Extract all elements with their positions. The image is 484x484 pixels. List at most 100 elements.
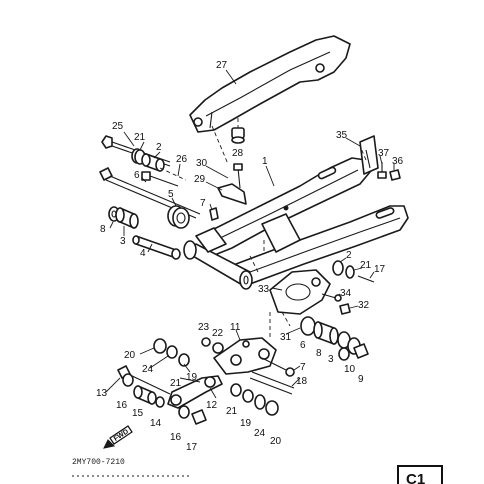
bushing-15 <box>133 385 157 405</box>
nut-32 <box>339 303 351 315</box>
connecting-rod-12 <box>167 375 223 409</box>
spacer-6 <box>313 321 339 345</box>
forward-direction-mark: FWD <box>103 425 133 449</box>
nut-23 <box>201 337 211 347</box>
callout-label: 11 <box>230 322 241 333</box>
callout-label: 22 <box>212 328 224 339</box>
forward-direction-label: FWD <box>113 428 130 443</box>
shaft-18 <box>249 371 295 395</box>
chain-guard <box>189 35 351 133</box>
bushing-24-right-lower <box>254 394 266 410</box>
washer-20-left <box>153 338 167 354</box>
callout-label: 29 <box>194 174 206 185</box>
callout-label: 24 <box>142 364 154 375</box>
bracket-29 <box>217 183 247 205</box>
callout-label: 4 <box>140 248 146 259</box>
washer-16-bottom <box>178 405 190 419</box>
bushing-right-2 <box>332 260 344 276</box>
callout-label: 33 <box>258 284 270 295</box>
collar-21-right-lower <box>230 383 242 397</box>
bolt-30 <box>233 163 243 189</box>
callout-label: 19 <box>240 418 252 429</box>
collar-14 <box>155 396 165 408</box>
page-badge: C1 <box>397 465 443 484</box>
bushing-upper-2 <box>141 153 165 172</box>
callout-label: 6 <box>300 340 306 351</box>
callout-label: 16 <box>170 432 182 443</box>
grease-nipple-7 <box>209 207 219 221</box>
callout-label: 5 <box>168 189 174 200</box>
callout-label: 8 <box>100 224 106 235</box>
bolt-26 <box>141 171 179 187</box>
collar-right-21 <box>345 265 355 279</box>
callout-label: 27 <box>216 60 228 71</box>
nut-17-bottom <box>191 409 207 425</box>
callout-label: 24 <box>254 428 266 439</box>
callout-label: 23 <box>198 322 210 333</box>
callout-label: 35 <box>336 130 348 141</box>
callout-label: 7 <box>200 198 206 209</box>
callout-label: 21 <box>134 132 146 143</box>
collar-4 <box>132 235 181 260</box>
callout-label: 8 <box>316 348 322 359</box>
callout-label: 14 <box>150 418 162 429</box>
callout-label: 28 <box>232 148 244 159</box>
chain-adjuster <box>359 135 379 175</box>
bushing-22 <box>212 342 224 354</box>
callout-label: 31 <box>280 332 292 343</box>
collar-19-left <box>178 353 190 367</box>
callout-label: 25 <box>112 121 124 132</box>
callout-label: 3 <box>328 354 334 365</box>
callout-label: 36 <box>392 156 404 167</box>
callout-label: 20 <box>270 436 282 447</box>
callout-label: 2 <box>346 250 352 261</box>
callout-label: 2 <box>156 142 162 153</box>
nut-9 <box>353 343 369 359</box>
bushing-31 <box>300 316 316 336</box>
bearing-5 <box>167 205 190 229</box>
callout-label: 26 <box>176 154 188 165</box>
bushing-24-left <box>166 345 178 359</box>
swing-arm <box>183 157 409 290</box>
callout-label: 17 <box>374 264 386 275</box>
link-bracket-33 <box>269 269 331 315</box>
adjuster-bolt-37 <box>377 162 387 179</box>
callout-label: 6 <box>134 170 140 181</box>
callout-label: 12 <box>206 400 218 411</box>
relay-arm-11 <box>213 337 277 375</box>
callout-label: 16 <box>116 400 128 411</box>
bushing-3 <box>115 207 139 229</box>
bolt-lower-7 <box>261 357 295 377</box>
callouts: 27 25 21 2 26 6 30 28 35 37 36 1 29 5 8 … <box>96 60 404 453</box>
callout-label: 21 <box>360 260 372 271</box>
callout-label: 17 <box>186 442 198 453</box>
callout-label: 1 <box>262 156 268 167</box>
callout-label: 37 <box>378 148 390 159</box>
washer-20-right-lower <box>265 400 279 416</box>
callout-label: 30 <box>196 158 208 169</box>
washer-16-left <box>122 373 134 387</box>
adjuster-nut-36 <box>389 169 401 181</box>
bolt-right-17 <box>357 275 375 283</box>
callout-label: 34 <box>340 288 352 299</box>
callout-label: 32 <box>358 300 370 311</box>
chain-guard-bolt <box>231 118 245 144</box>
callout-label: 21 <box>170 378 182 389</box>
callout-label: 10 <box>344 364 356 375</box>
callout-label: 7 <box>300 362 306 373</box>
page-badge-label: C1 <box>406 471 425 484</box>
document-code: 2MY700-7210 <box>72 458 125 467</box>
callout-label: 18 <box>296 376 308 387</box>
callout-label: 15 <box>132 408 144 419</box>
assembly-guidelines <box>159 125 367 340</box>
callout-label: 3 <box>120 236 126 247</box>
leader-lines <box>105 69 395 399</box>
callout-label: 9 <box>358 374 364 385</box>
callout-label: 21 <box>226 406 238 417</box>
collar-19-right-lower <box>242 389 254 403</box>
callout-label: 20 <box>124 350 136 361</box>
callout-label: 19 <box>186 372 198 383</box>
collar-10 <box>338 347 350 361</box>
callout-label: 13 <box>96 388 108 399</box>
